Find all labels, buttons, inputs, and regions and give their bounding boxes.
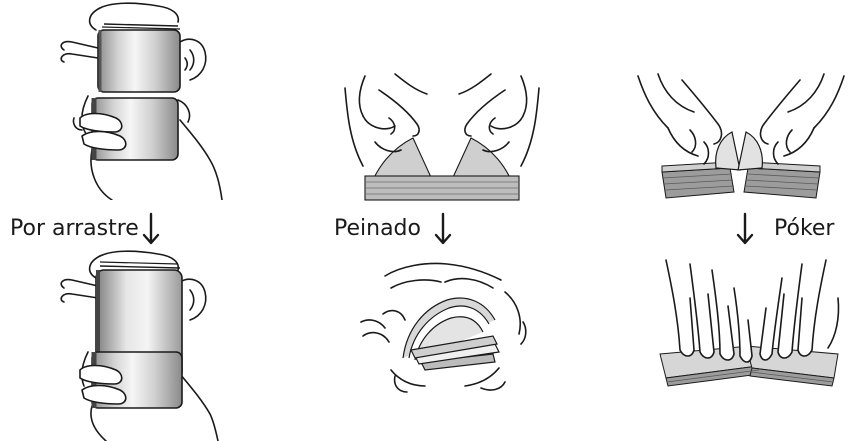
riffle-shuffle-bottom-illustration bbox=[355, 258, 530, 393]
overhand-shuffle-label: Por arrastre bbox=[10, 216, 139, 241]
poker-shuffle-bottom-illustration bbox=[650, 258, 845, 393]
hands-poker-shuffle-end bbox=[650, 258, 845, 393]
poker-shuffle-top-illustration bbox=[634, 72, 849, 207]
down-arrow-icon bbox=[140, 212, 162, 246]
riffle-shuffle-top-illustration bbox=[335, 70, 550, 210]
overhand-shuffle-bottom-illustration bbox=[40, 248, 230, 441]
down-arrow-icon bbox=[734, 212, 756, 246]
hands-overhand-shuffle-end bbox=[40, 248, 230, 441]
hands-riffle-shuffle-start bbox=[335, 70, 550, 210]
down-arrow-icon bbox=[432, 212, 454, 246]
hands-poker-shuffle-start bbox=[634, 72, 849, 207]
hands-overhand-shuffle-start bbox=[40, 0, 230, 200]
overhand-shuffle-top-illustration bbox=[40, 0, 230, 200]
riffle-shuffle-label: Peinado bbox=[334, 216, 421, 241]
poker-shuffle-label: Póker bbox=[774, 216, 834, 241]
hands-riffle-shuffle-bridge bbox=[355, 258, 530, 393]
